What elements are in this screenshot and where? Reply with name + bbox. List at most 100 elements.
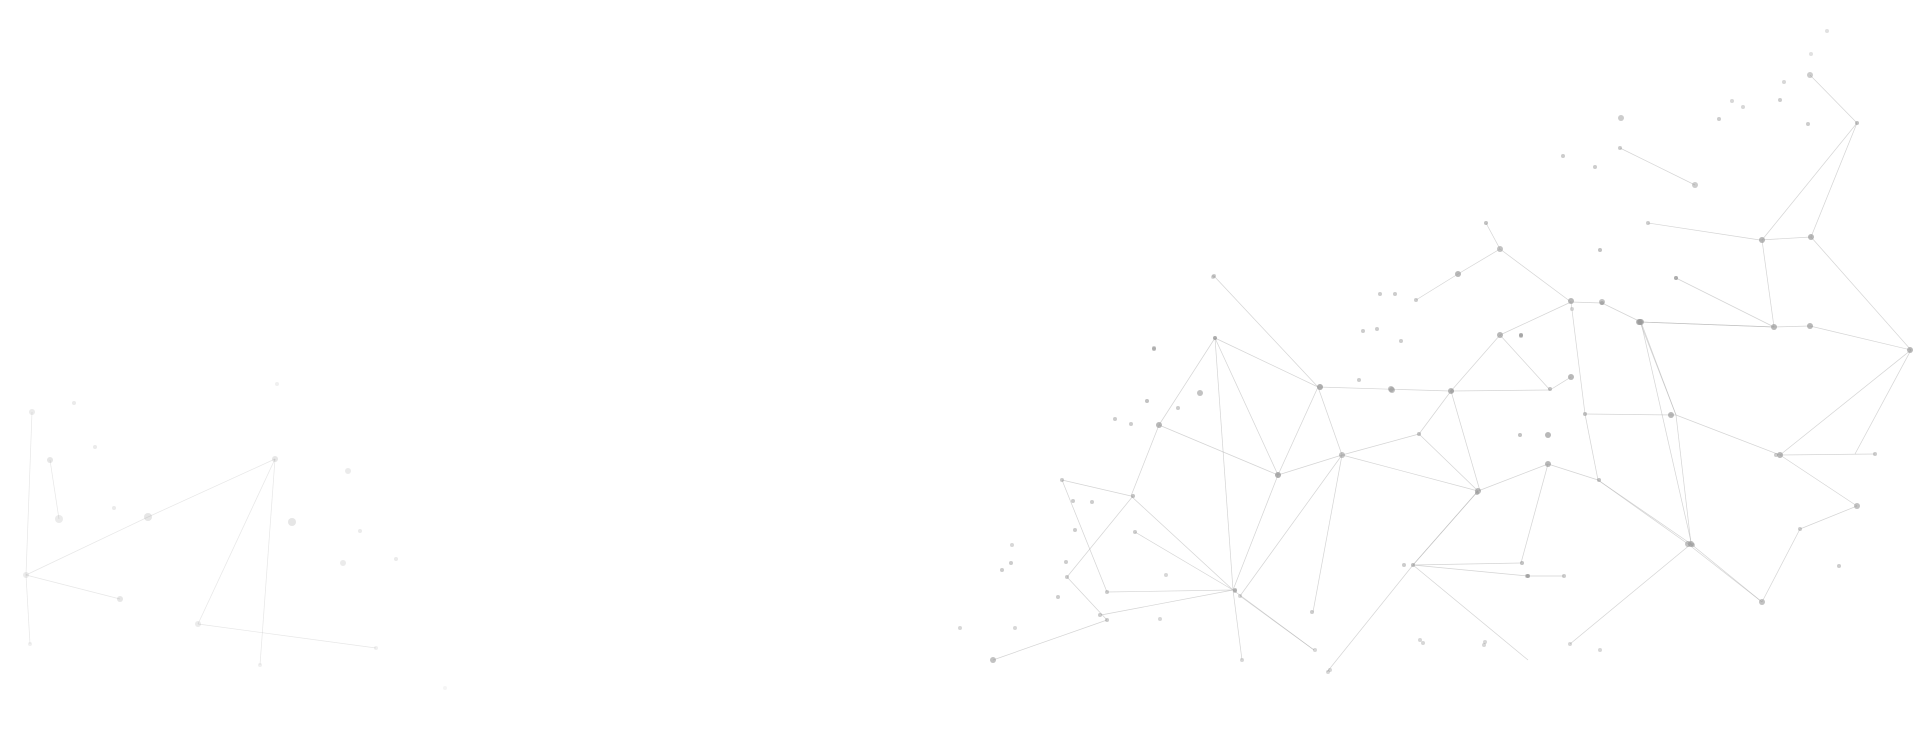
mesh-node [1854,503,1860,509]
mesh-node [1133,530,1137,534]
mesh-node [1000,568,1004,572]
mesh-line [1239,595,1315,651]
mesh-node [1098,613,1102,617]
mesh-node [1060,478,1064,482]
mesh-node [1548,387,1552,391]
mesh-node [144,513,152,521]
mesh-node [1417,432,1421,436]
mesh-node [1310,610,1314,614]
mesh-node [1730,99,1734,103]
mesh-node [1545,461,1551,467]
mesh-node [1782,80,1786,84]
mesh-node [288,518,296,526]
mesh-node [394,557,398,561]
mesh-node [1211,275,1215,279]
mesh-node [1825,29,1829,33]
mesh-node [358,529,362,533]
mesh-line [1810,236,1912,351]
mesh-node [1131,494,1135,498]
mesh-node [1010,543,1014,547]
mesh-node [1378,292,1382,296]
mesh-node [93,445,97,449]
mesh-node [1545,432,1551,438]
mesh-node [1156,422,1162,428]
mesh-node [1561,154,1565,158]
mesh-node [1073,528,1077,532]
mesh-line [1779,453,1876,456]
mesh-line [197,623,377,649]
mesh-node [47,457,53,463]
mesh-node [1646,221,1650,225]
mesh-line [1232,474,1279,591]
mesh-node [958,626,962,630]
mesh-line [1761,528,1801,603]
mesh-node [1375,327,1379,331]
mesh-line [1418,433,1479,492]
mesh-node [443,686,447,690]
mesh-node [1568,374,1574,380]
mesh-node [1598,248,1602,252]
mesh-line [1100,589,1234,616]
mesh-line [1158,337,1216,426]
mesh-node [1361,329,1365,333]
mesh-line [1477,463,1549,492]
mesh-node [1497,246,1503,252]
mesh-node [1071,499,1075,503]
mesh-line [1619,147,1696,186]
mesh-line [1675,414,1781,456]
mesh-line [25,516,149,576]
mesh-line [25,574,31,645]
mesh-node [1674,276,1678,280]
mesh-line [1640,321,1693,547]
mesh-node [258,663,262,667]
mesh-line [259,458,276,666]
mesh-line [1547,463,1599,481]
mesh-node [1483,640,1487,644]
mesh-node [1414,298,1418,302]
mesh-line [1675,414,1692,545]
mesh-line [1277,454,1343,476]
mesh-node [340,560,346,566]
mesh-node [1090,500,1094,504]
mesh-line [1412,562,1522,566]
mesh-node [1525,574,1529,578]
mesh-node [1691,543,1695,547]
mesh-node [29,409,35,415]
mesh-line [1312,454,1343,613]
mesh-node [1907,347,1913,353]
mesh-line [1597,479,1692,545]
mesh-node [1759,237,1765,243]
mesh-node [1638,319,1644,325]
mesh-node [1518,433,1522,437]
mesh-node [1113,417,1117,421]
mesh-node [1213,336,1217,340]
mesh-line [1412,564,1529,577]
mesh-node [1129,422,1133,426]
mesh-node [23,572,29,578]
mesh-node [1105,618,1109,622]
mesh-node [1600,301,1604,305]
mesh-node [1807,72,1813,78]
mesh-line [1854,349,1912,455]
mesh-node [272,456,278,462]
mesh-line [1450,389,1551,392]
mesh-node [1778,98,1782,102]
mesh-node [1275,472,1281,478]
mesh-line [147,458,276,518]
mesh-node [117,596,123,602]
mesh-node [1837,564,1841,568]
mesh-line [992,619,1108,661]
mesh-line [1214,337,1319,388]
mesh-node [1873,452,1877,456]
mesh-node [72,401,76,405]
mesh-node [1598,648,1602,652]
mesh-node [1692,182,1698,188]
mesh-node [1570,307,1574,311]
mesh-line [1239,454,1343,597]
mesh-line [1640,321,1775,328]
mesh-line [1569,543,1692,645]
mesh-node [1809,52,1813,56]
mesh-line [25,574,121,600]
mesh-node [1326,670,1330,674]
mesh-node [1411,563,1415,567]
